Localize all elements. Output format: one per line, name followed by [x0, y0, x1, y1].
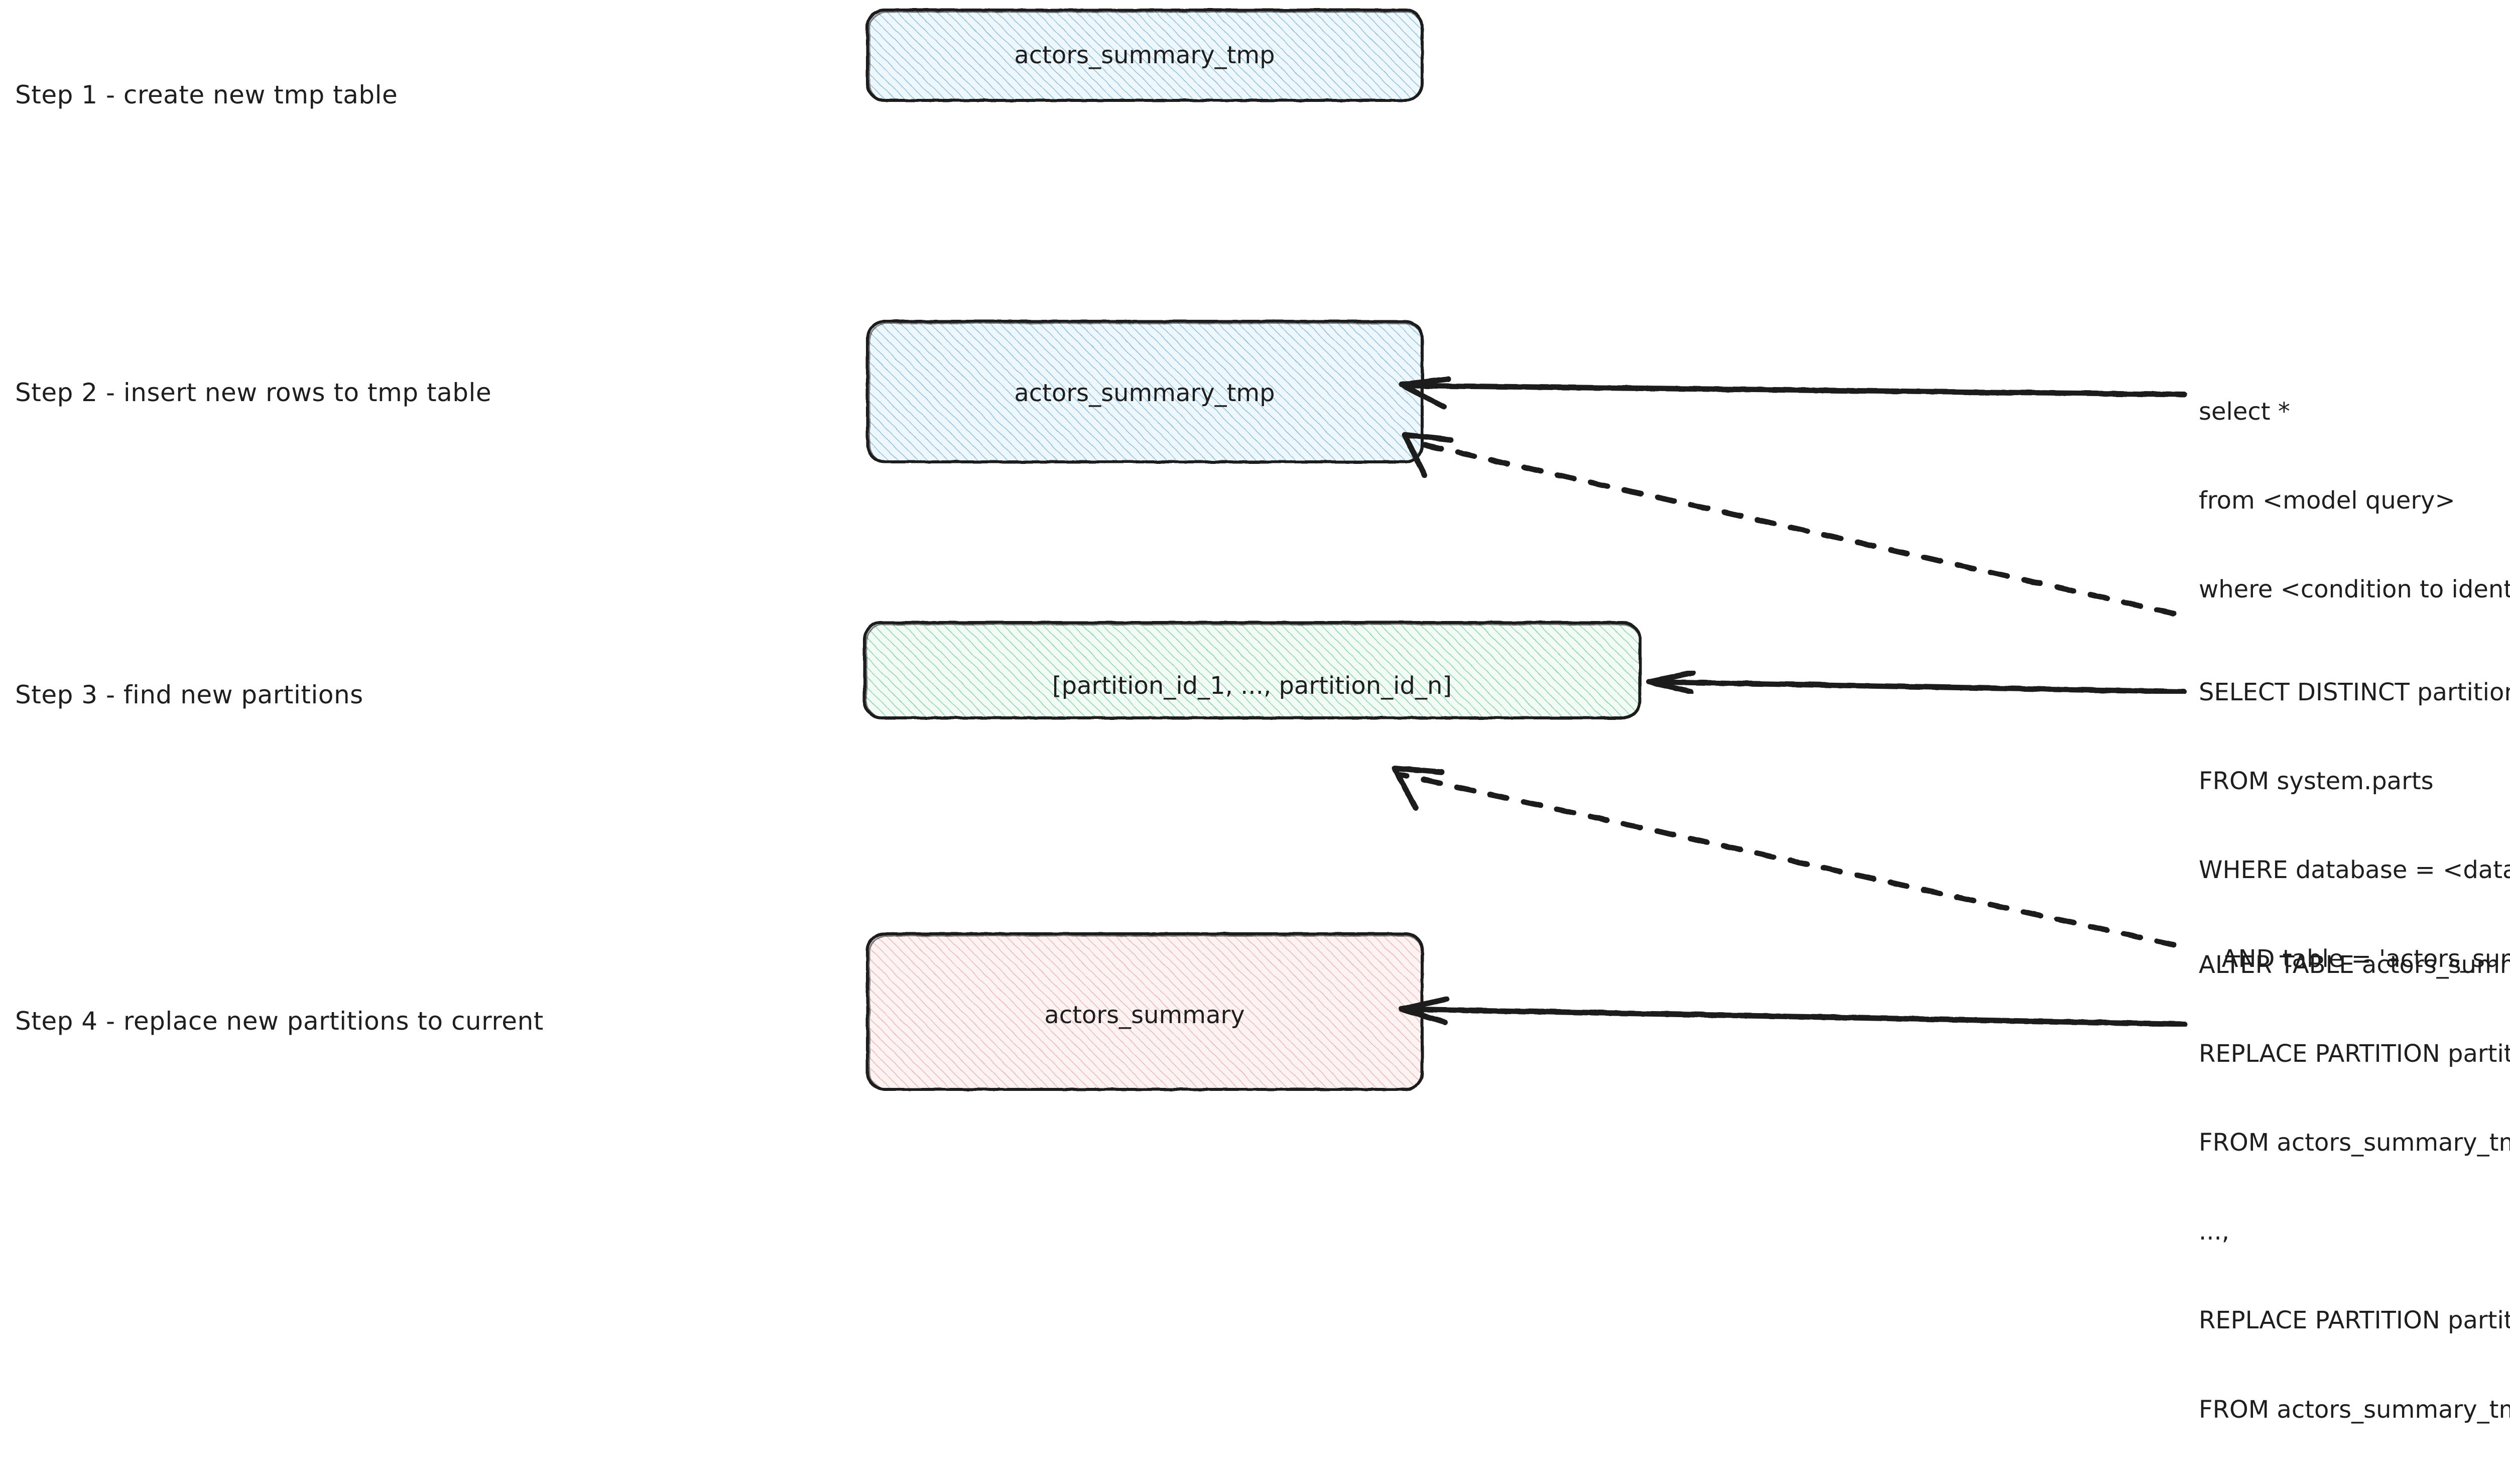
sql-line: FROM actors_summary_tmp, [2199, 1129, 2510, 1157]
sql-line: where <condition to identify new> [2199, 575, 2510, 604]
sql-insert-new-rows: select * from <model query> where <condi… [2199, 338, 2510, 664]
sql-line: FROM system.parts [2199, 767, 2434, 796]
sql-line: REPLACE PARTITION partition_id_n [2199, 1306, 2510, 1335]
sql-line: WHERE database = <database> [2199, 856, 2510, 885]
edge-sql4-to-summary[interactable] [1399, 996, 2188, 1027]
sql-line: ..., [2199, 1217, 2230, 1246]
sql-line: select * [2199, 398, 2290, 426]
edge-sql4-to-parts[interactable] [1392, 765, 2177, 948]
sql-line: from <model query> [2199, 486, 2455, 515]
box-summary-shape[interactable] [866, 932, 1424, 1091]
edge-sql2-to-tmp2[interactable] [1399, 376, 2188, 410]
sql-line: AND table = 'actors_summary_tmp' [2221, 945, 2510, 973]
diagram-canvas: Step 1 - create new tmp table Step 2 - i… [15, 9, 2510, 1424]
step-4-label: Step 4 - replace new partitions to curre… [15, 1007, 544, 1036]
box-tmp-1-shape[interactable] [866, 9, 1424, 102]
sql-replace-partitions: ALTER TABLE actors_summary REPLACE PARTI… [2199, 891, 2510, 1484]
step-1-label: Step 1 - create new tmp table [15, 80, 398, 109]
sql-line: SELECT DISTINCT partition_id [2199, 678, 2510, 707]
shapes-layer [863, 9, 2188, 1091]
step-2-label: Step 2 - insert new rows to tmp table [15, 378, 492, 407]
edge-sql3-to-parts[interactable] [1646, 670, 2187, 695]
sql-line: ALTER TABLE actors_summary [2199, 951, 2510, 979]
sql-line: REPLACE PARTITION partition_id_1 [2199, 1040, 2510, 1068]
box-tmp-2-shape[interactable] [866, 320, 1424, 463]
sql-line: FROM actors_summary_tmp, [2199, 1395, 2510, 1424]
edge-sql3-to-tmp2[interactable] [1402, 432, 2177, 616]
step-3-label: Step 3 - find new partitions [15, 680, 363, 709]
sql-find-partitions: SELECT DISTINCT partition_id FROM system… [2199, 619, 2510, 1033]
box-partitions-shape[interactable] [863, 621, 1642, 719]
